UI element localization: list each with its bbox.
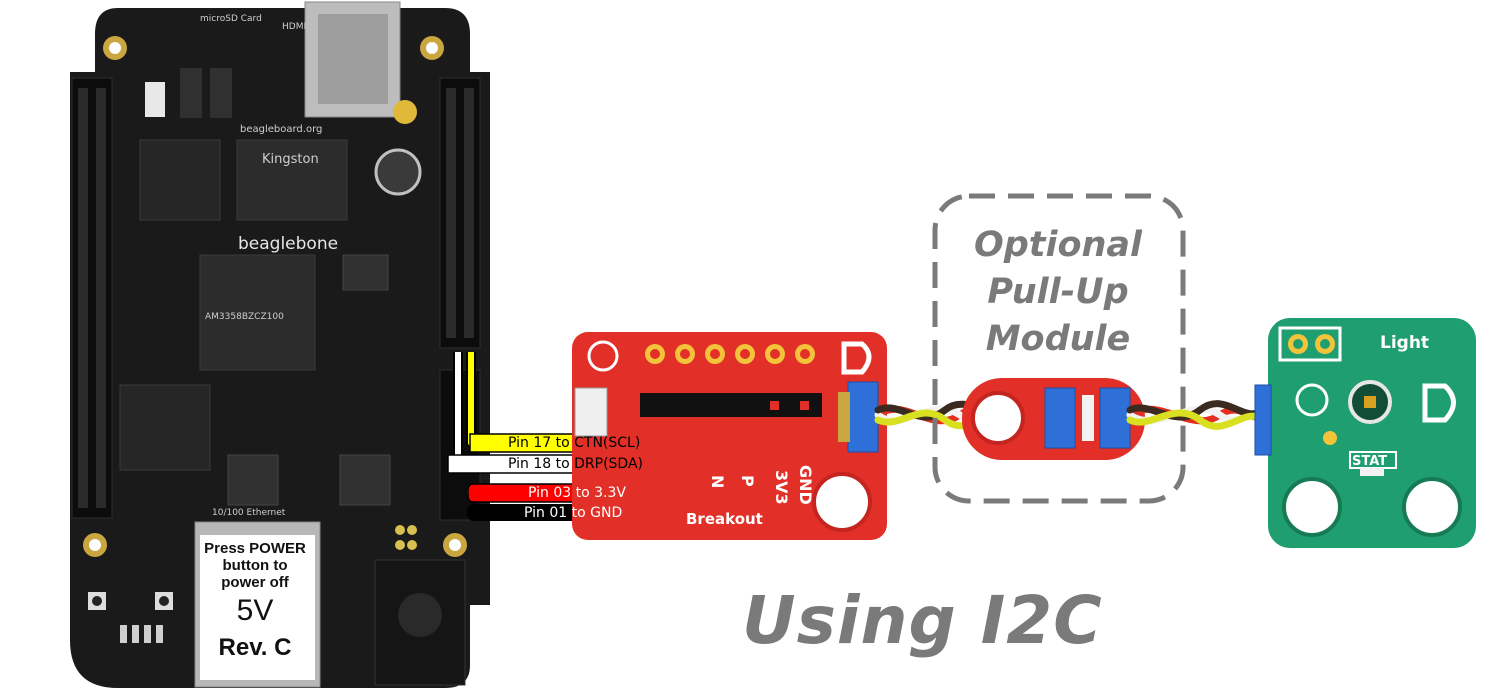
pullup-module [962, 378, 1145, 460]
optional-module-line1: Optional [973, 225, 1143, 265]
power-note-line3: power off [221, 574, 289, 591]
beaglebone-brand: beaglebone [238, 234, 339, 254]
beaglebone-board [70, 1, 490, 688]
cable-module-to-light [1126, 400, 1266, 430]
site-label: beagleboard.org [240, 124, 323, 135]
breakout-pin-3v3: 3V3 [772, 470, 791, 505]
breakout-name: Breakout [686, 510, 763, 528]
optional-module-label: Optional Pull-Up Module [938, 222, 1178, 363]
optional-module-line2: Pull-Up [987, 272, 1129, 312]
breakout-board: 3V3 GND N P Breakout [572, 332, 887, 540]
breakout-pin-n: N [708, 475, 727, 488]
wire-label-scl: Pin 17 to CTN(SCL) [508, 435, 641, 451]
optional-module-line3: Module [985, 319, 1131, 359]
optional-module-outline [932, 193, 1186, 504]
memory-chip-label: Kingston [262, 152, 319, 167]
wire-label-gnd: Pin 01 to GND [524, 505, 623, 521]
voltage-label: 5V [236, 594, 274, 627]
diagram-caption: Using I2C [742, 582, 1103, 659]
light-module: Light STAT [1254, 318, 1476, 548]
hdmi-label: HDMI [282, 22, 307, 32]
wire-label-sda: Pin 18 to DRP(SDA) [508, 456, 643, 472]
power-note: Press POWER button to power off [200, 540, 310, 591]
power-note-line2: button to [222, 557, 288, 574]
wire-label-3v3: Pin 03 to 3.3V [528, 485, 626, 501]
light-module-name: Light [1380, 333, 1429, 353]
ethernet-label: 10/100 Ethernet [212, 508, 286, 518]
breakout-pin-p: P [738, 475, 757, 487]
light-status-label: STAT [1352, 454, 1387, 469]
cpu-chip-label: AM3358BZCZ100 [205, 312, 284, 322]
breakout-pin-gnd: GND [796, 465, 815, 505]
microsd-label: microSD Card [200, 14, 262, 24]
revision-label: Rev. C [218, 634, 292, 661]
power-note-line1: Press POWER [204, 540, 306, 557]
